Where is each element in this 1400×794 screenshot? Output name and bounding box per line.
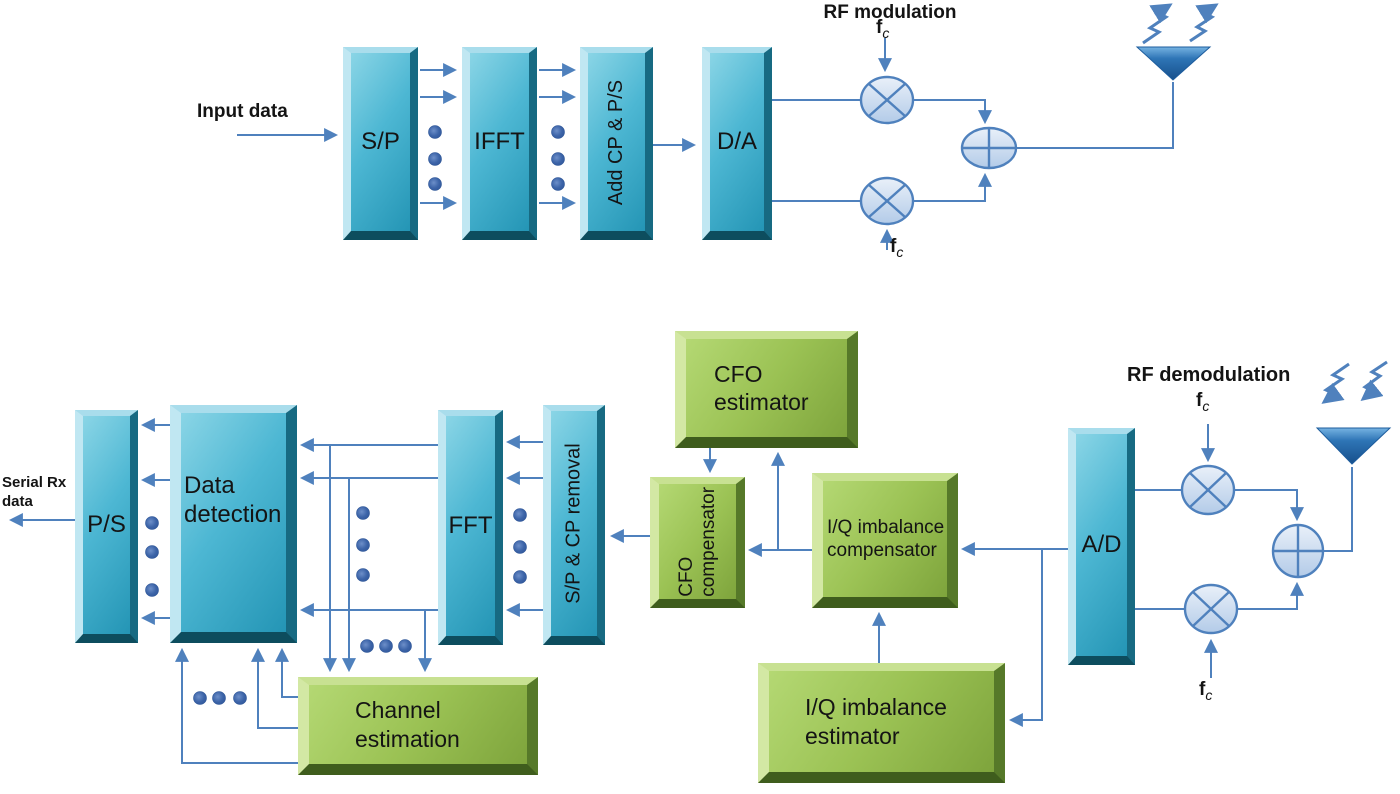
sp-label: S/P [361, 127, 400, 155]
add-cp-ps-label: Add CP & P/S [605, 79, 628, 205]
tx-lightning-icon [1142, 3, 1219, 45]
data-detection-block: Data detection [170, 405, 297, 643]
ps-label: P/S [87, 510, 126, 538]
ps-block: P/S [75, 410, 138, 643]
iq-imbalance-compensator-label: I/Q imbalance compensator [827, 516, 945, 561]
channel-estimation-block: Channel estimation [298, 677, 538, 775]
fc-label-rx-top: fc [1196, 390, 1210, 414]
da-block: D/A [702, 47, 772, 240]
cfo-compensator-block: CFO compensator [650, 477, 745, 608]
sp-cp-removal-label: S/P & CP removal [562, 443, 585, 604]
ifft-block: IFFT [462, 47, 537, 240]
tx-antenna-feed [1016, 82, 1174, 149]
fc-label-rx-bottom: fc [1199, 679, 1213, 703]
fc-label-tx-bottom: fc [890, 236, 904, 260]
add-cp-ps-block: Add CP & P/S [580, 47, 653, 240]
data-detection-label: Data detection [184, 472, 282, 529]
tx-signal-lines [237, 38, 1174, 250]
cfo-compensator-label: CFO compensator [675, 486, 719, 597]
rf-demodulation-label: RF demodulation [1127, 364, 1291, 386]
rx-signal-lines [8, 418, 1353, 764]
iq-imbalance-estimator-label: I/Q imbalance estimator [805, 694, 947, 749]
sp-block: S/P [343, 47, 418, 240]
sp-cp-removal-block: S/P & CP removal [543, 405, 605, 645]
rf-modulation-label: RF modulation [823, 2, 957, 23]
fc-label-tx-top: fc [876, 17, 890, 41]
fft-label: FFT [448, 511, 493, 539]
rx-antenna-feed [1322, 467, 1353, 552]
iq-imbalance-compensator-block: I/Q imbalance compensator [812, 473, 958, 608]
tx-multiplier-icon-bottom [859, 176, 915, 226]
iq-imbalance-estimator-block: I/Q imbalance estimator [758, 663, 1005, 783]
rx-antenna-icon [1315, 427, 1392, 465]
cfo-estimator-block: CFO estimator [675, 331, 858, 448]
tx-adder-icon [960, 126, 1018, 170]
tx-multiplier-icon-top [859, 75, 915, 125]
rx-lightning-icon [1321, 360, 1388, 404]
cfo-estimator-label: CFO estimator [714, 360, 809, 415]
channel-estimation-label: Channel estimation [355, 697, 460, 752]
da-label: D/A [716, 127, 757, 155]
input-data-label: Input data [197, 101, 288, 122]
ad-block: A/D [1068, 428, 1135, 665]
rx-multiplier-icon-top [1180, 464, 1236, 516]
ad-label: A/D [1081, 530, 1122, 558]
fft-block: FFT [438, 410, 503, 645]
rx-adder-icon [1271, 523, 1325, 579]
rx-parallel-dots [145, 506, 527, 705]
serial-rx-data-label: Serial Rx data [2, 474, 67, 510]
tx-parallel-dots [428, 125, 565, 191]
ifft-label: IFFT [474, 127, 525, 155]
tx-antenna-icon [1135, 46, 1212, 81]
rx-multiplier-icon-bottom [1183, 583, 1239, 635]
